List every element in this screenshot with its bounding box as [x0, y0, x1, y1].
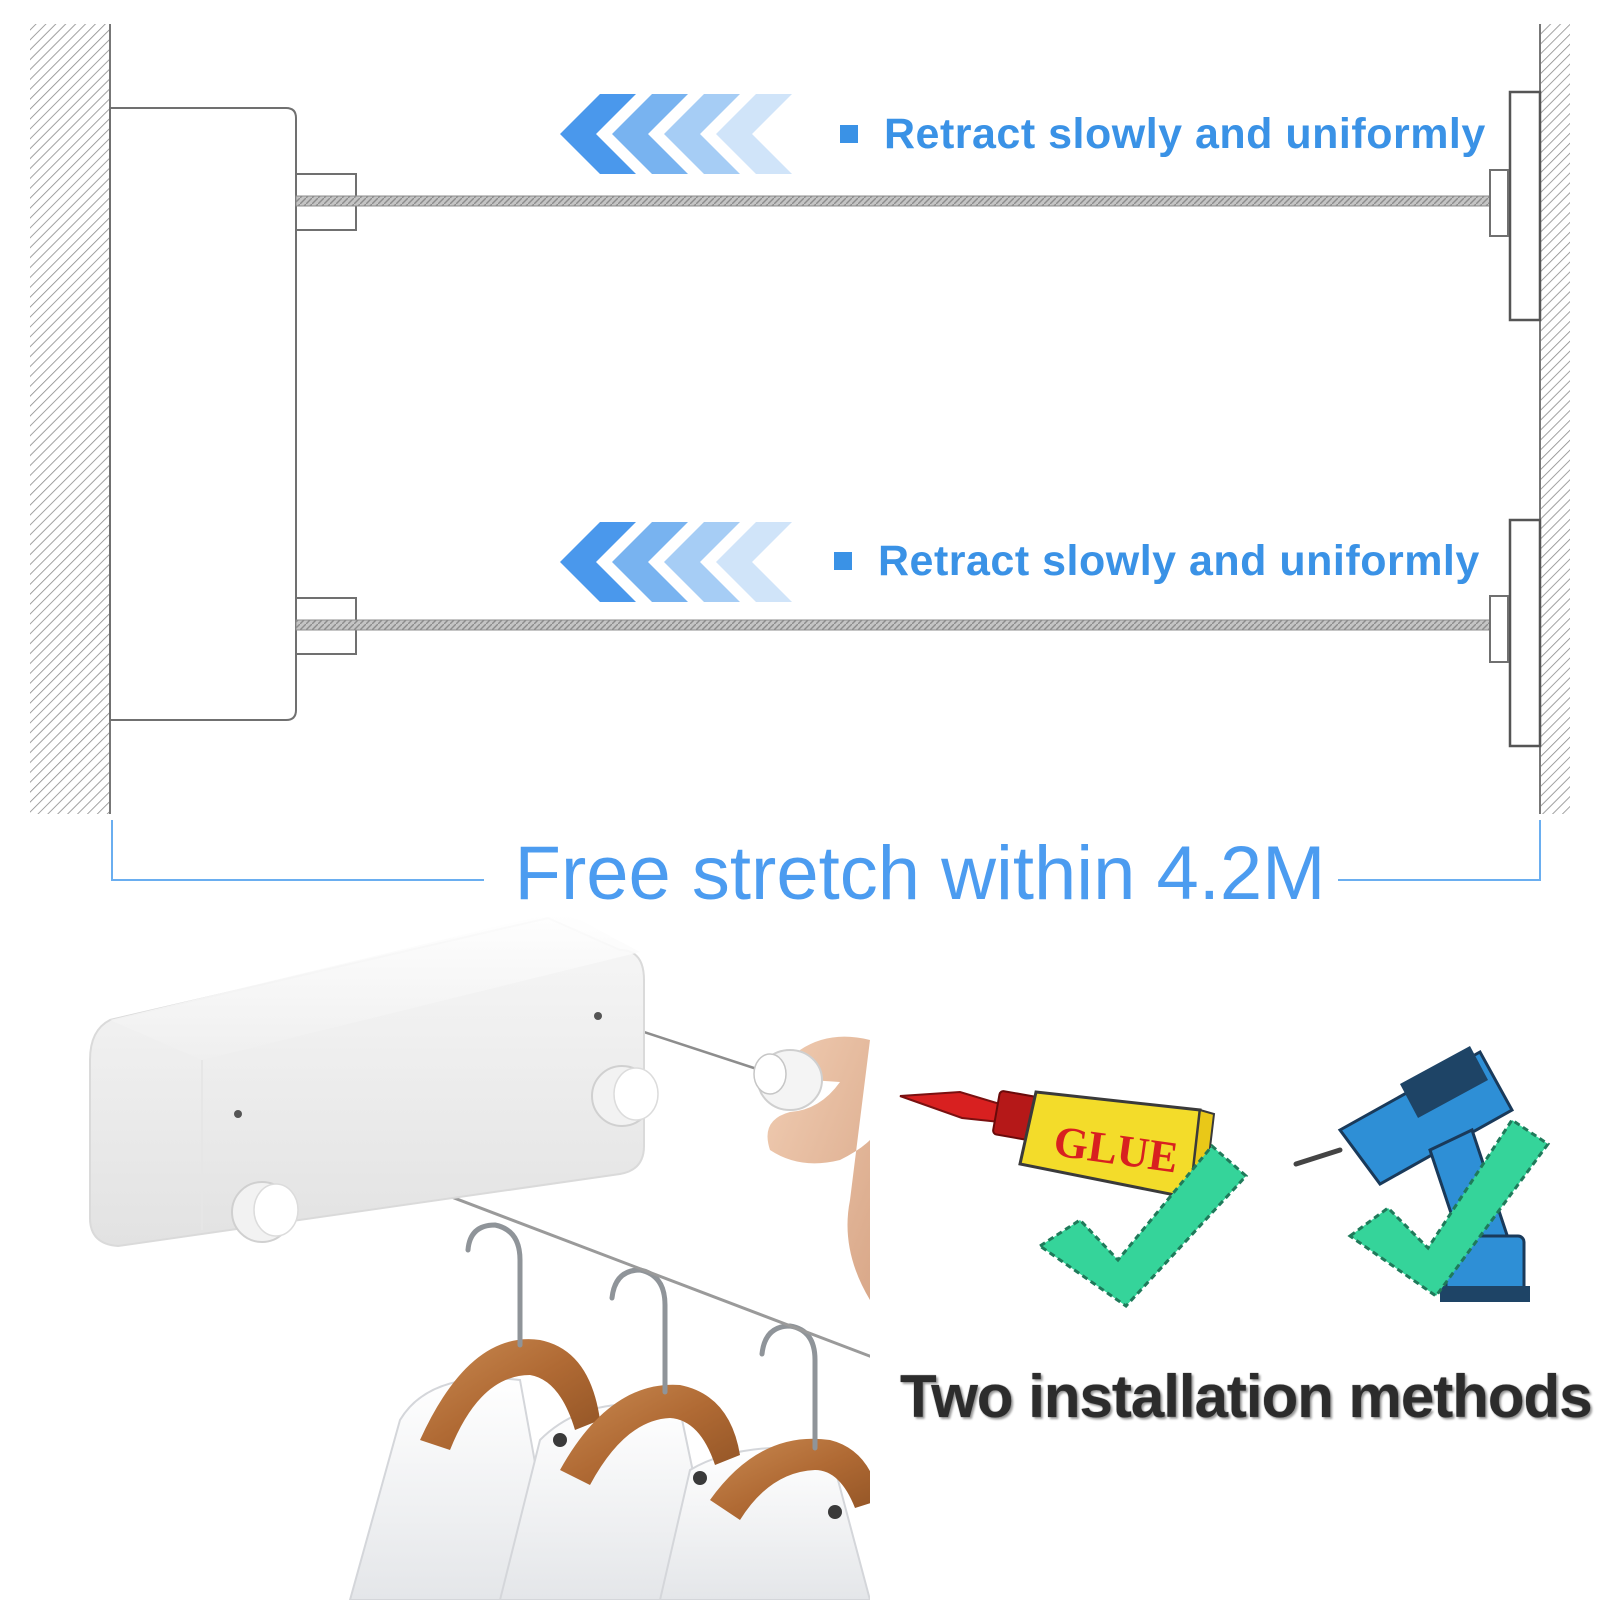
retract-label-bottom: Retract slowly and uniformly [834, 537, 1480, 586]
right-wall [1539, 24, 1570, 814]
chevron-arrows-icon [560, 522, 792, 602]
upper-wall-hook [1489, 90, 1542, 322]
hand-icon [753, 1036, 870, 1300]
hanger-icon [465, 1222, 523, 1348]
upper-knob [591, 1065, 659, 1127]
installation-methods-caption: Two installation methods [900, 1363, 1593, 1430]
bullet-icon [834, 551, 852, 570]
chevron-arrows-icon [560, 94, 792, 174]
checkmark-icon [1037, 1143, 1249, 1308]
shirts-on-hangers [348, 1222, 870, 1600]
stretch-caption: Free stretch within 4.2M [514, 831, 1326, 916]
retract-label-top: Retract slowly and uniformly [840, 110, 1486, 159]
glue-tube-icon: GLUE [899, 1090, 1216, 1200]
bullet-icon [840, 124, 858, 143]
left-wall [30, 24, 111, 814]
checkmark-icon [1347, 1117, 1551, 1299]
lower-wall-hook [1489, 518, 1542, 748]
stretch-dimension-bracket [111, 820, 1541, 881]
retractor-box [89, 914, 659, 1248]
lower-knob [231, 1181, 299, 1243]
